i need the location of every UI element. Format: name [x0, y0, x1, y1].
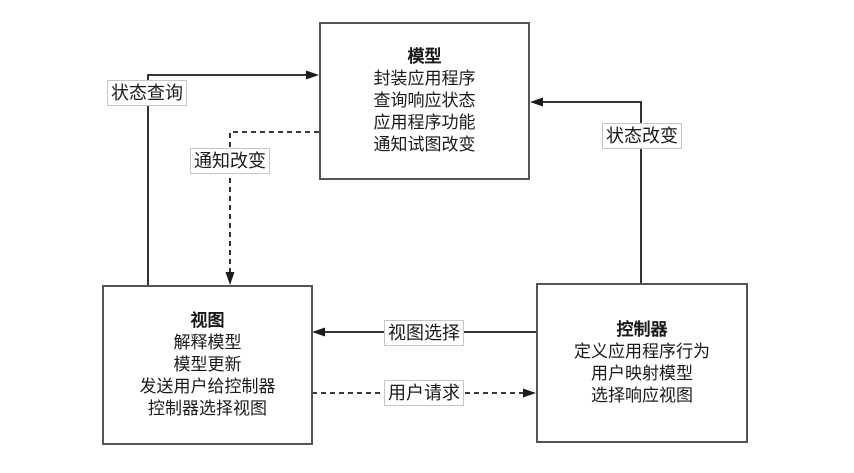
- notify-change-arrowhead-icon: [225, 272, 235, 285]
- controller-box-line: 用户映射模型: [591, 364, 693, 383]
- view-box-line: 模型更新: [173, 355, 242, 374]
- view-box-line: 控制器选择视图: [148, 399, 267, 418]
- view-box: 视图 解释模型 模型更新 发送用户给控制器 控制器选择视图: [102, 285, 313, 445]
- state-change-arrow-line: [542, 101, 642, 283]
- model-box-title: 模型: [407, 47, 442, 66]
- controller-box: 控制器 定义应用程序行为 用户映射模型 选择响应视图: [536, 283, 748, 443]
- model-box: 模型 封装应用程序 查询响应状态 应用程序功能 通知试图改变: [319, 22, 530, 180]
- state-change-arrowhead-icon: [530, 97, 543, 107]
- view-box-title: 视图: [190, 311, 225, 330]
- controller-box-title: 控制器: [616, 320, 668, 339]
- edge-label-state-query: 状态查询: [107, 80, 187, 106]
- edge-label-user-request: 用户请求: [384, 380, 464, 406]
- notify-change-arrow-line: [229, 131, 319, 273]
- controller-box-line: 定义应用程序行为: [574, 342, 710, 361]
- state-query-arrow-line: [147, 74, 307, 285]
- edge-label-state-change: 状态改变: [602, 123, 682, 149]
- model-box-line: 封装应用程序: [373, 69, 476, 88]
- view-selection-arrowhead-icon: [312, 327, 325, 337]
- model-box-line: 应用程序功能: [373, 113, 476, 132]
- view-box-line: 发送用户给控制器: [139, 377, 276, 396]
- user-request-arrowhead-icon: [523, 388, 536, 398]
- view-box-line: 解释模型: [173, 333, 242, 352]
- edge-label-view-selection: 视图选择: [384, 320, 464, 346]
- controller-box-line: 选择响应视图: [591, 386, 693, 405]
- model-box-line: 通知试图改变: [373, 135, 476, 154]
- edge-label-notify-change: 通知改变: [190, 148, 270, 174]
- state-query-arrowhead-icon: [306, 70, 319, 80]
- model-box-line: 查询响应状态: [373, 91, 476, 110]
